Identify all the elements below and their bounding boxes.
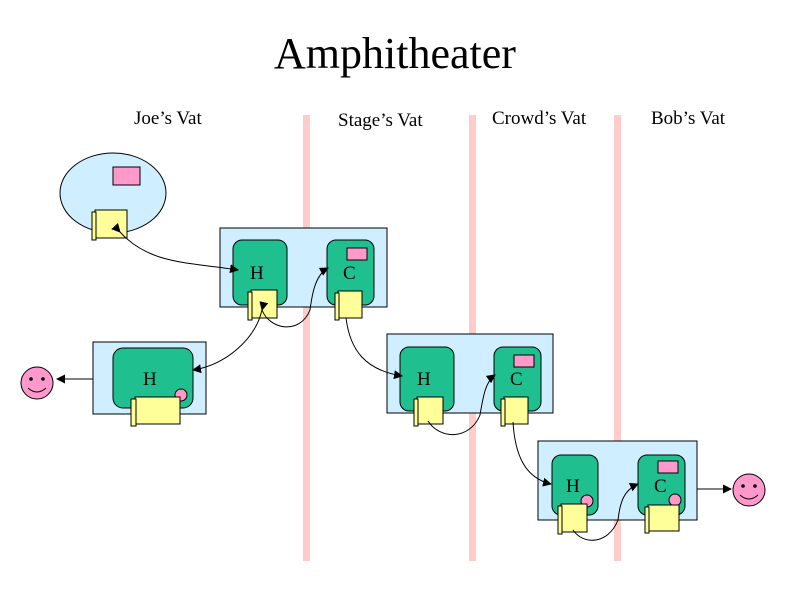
- pink-dot: [668, 493, 682, 507]
- smiley-face-icon: [732, 473, 766, 507]
- vat-divider: [303, 115, 310, 561]
- scroll-icon: [130, 396, 181, 427]
- crowd-c-label: C: [510, 369, 523, 390]
- arrow-bob-loop: [572, 483, 639, 541]
- pink-token: [112, 166, 141, 186]
- arrow-joe-to-stage: [111, 223, 239, 274]
- bob-h-label: H: [566, 476, 580, 497]
- stage-h-label: H: [250, 263, 264, 284]
- pink-token: [513, 354, 535, 368]
- scroll-icon: [644, 504, 680, 534]
- column-header-stage: Stage’s Vat: [338, 110, 423, 131]
- vat-divider: [614, 115, 621, 561]
- arrow-stage-h-to-joe-h: [192, 301, 269, 374]
- column-header-bob: Bob’s Vat: [651, 108, 726, 129]
- scroll-icon: [91, 209, 128, 241]
- scroll-icon: [557, 503, 588, 535]
- scroll-icon: [247, 289, 278, 321]
- arrow-crowd-to-bob: [512, 421, 552, 487]
- arrow-stage-to-crowd: [345, 317, 403, 380]
- scroll-icon: [334, 290, 363, 321]
- crowd-h-label: H: [417, 369, 431, 390]
- pink-token: [346, 247, 368, 261]
- scroll-icon: [500, 396, 529, 427]
- smiley-face-icon: [20, 366, 54, 400]
- stage-c-label: C: [343, 263, 356, 284]
- pink-token: [657, 460, 679, 474]
- arrow-stage-loop: [261, 267, 329, 328]
- column-header-crowd: Crowd’s Vat: [492, 108, 587, 129]
- joe-h-label: H: [143, 369, 157, 390]
- arrow-crowd-loop: [427, 374, 496, 436]
- bob-c-label: C: [654, 476, 667, 497]
- slide-title: Amphitheater: [274, 29, 516, 78]
- column-header-joe: Joe’s Vat: [134, 108, 202, 129]
- scroll-icon: [413, 396, 444, 427]
